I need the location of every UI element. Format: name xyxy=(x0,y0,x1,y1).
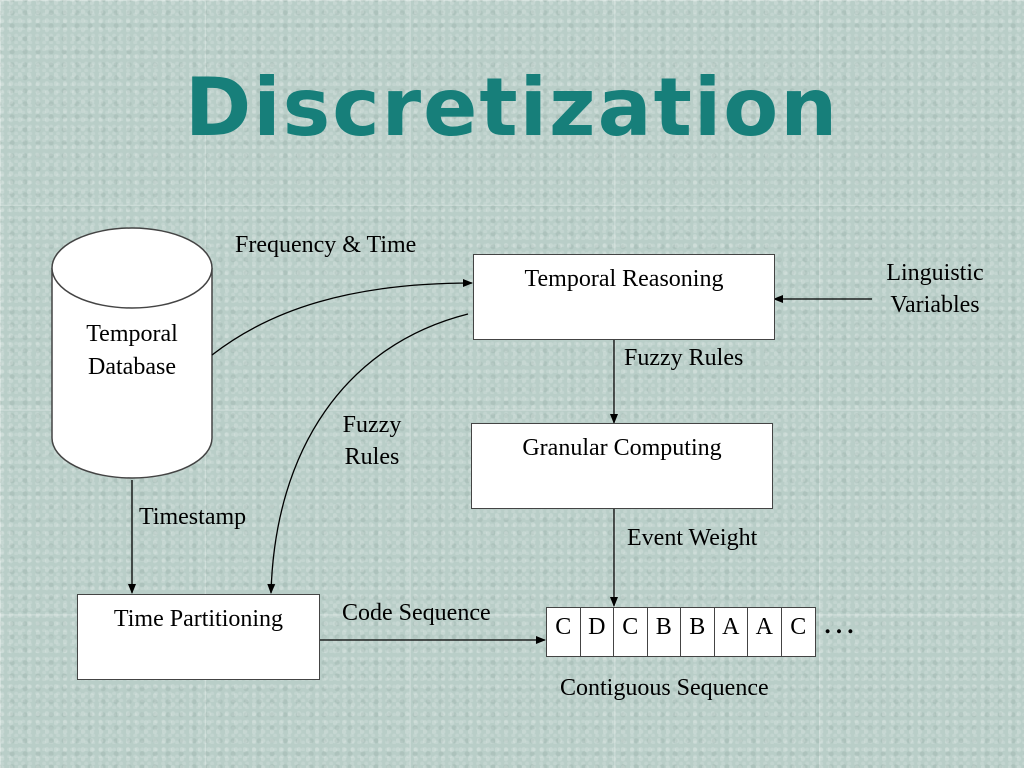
sequence-cell: C xyxy=(790,614,807,640)
label-linguistic-variables: Linguistic Variables xyxy=(886,260,984,318)
sequence-cell: C xyxy=(547,608,581,656)
sequence-cell: C xyxy=(614,608,648,656)
edge-db-to-reasoning xyxy=(211,279,473,356)
label-event-weight: Event Weight xyxy=(627,525,758,551)
node-temporal-reasoning: Temporal Reasoning xyxy=(473,254,775,340)
slide-title: Discretization xyxy=(184,61,840,154)
sequence-cell: A xyxy=(748,608,782,656)
database-label: Temporal Database xyxy=(86,321,178,380)
sequence-cell: D xyxy=(581,608,614,656)
label-contiguous-sequence: Contiguous Sequence xyxy=(560,675,769,701)
sequence-cell: B xyxy=(648,608,681,656)
label-timestamp: Timestamp xyxy=(139,504,247,530)
contiguous-sequence-strip: C D C B B A A C xyxy=(546,607,816,657)
sequence-ellipsis: … xyxy=(822,604,860,641)
database-cylinder-icon xyxy=(51,227,213,479)
label-fuzzy-rules-right: Fuzzy Rules xyxy=(624,345,744,371)
node-time-partitioning: Time Partitioning xyxy=(77,594,320,680)
edge-reasoning-to-partitioning xyxy=(267,313,469,594)
label-fuzzy-rules-left: Fuzzy Rules xyxy=(342,412,402,470)
label-frequency-time: Frequency & Time xyxy=(235,232,417,258)
sequence-cell: A xyxy=(715,608,748,656)
node-granular-computing: Granular Computing xyxy=(471,423,773,509)
sequence-cell: B xyxy=(681,608,715,656)
label-code-sequence: Code Sequence xyxy=(342,600,491,626)
